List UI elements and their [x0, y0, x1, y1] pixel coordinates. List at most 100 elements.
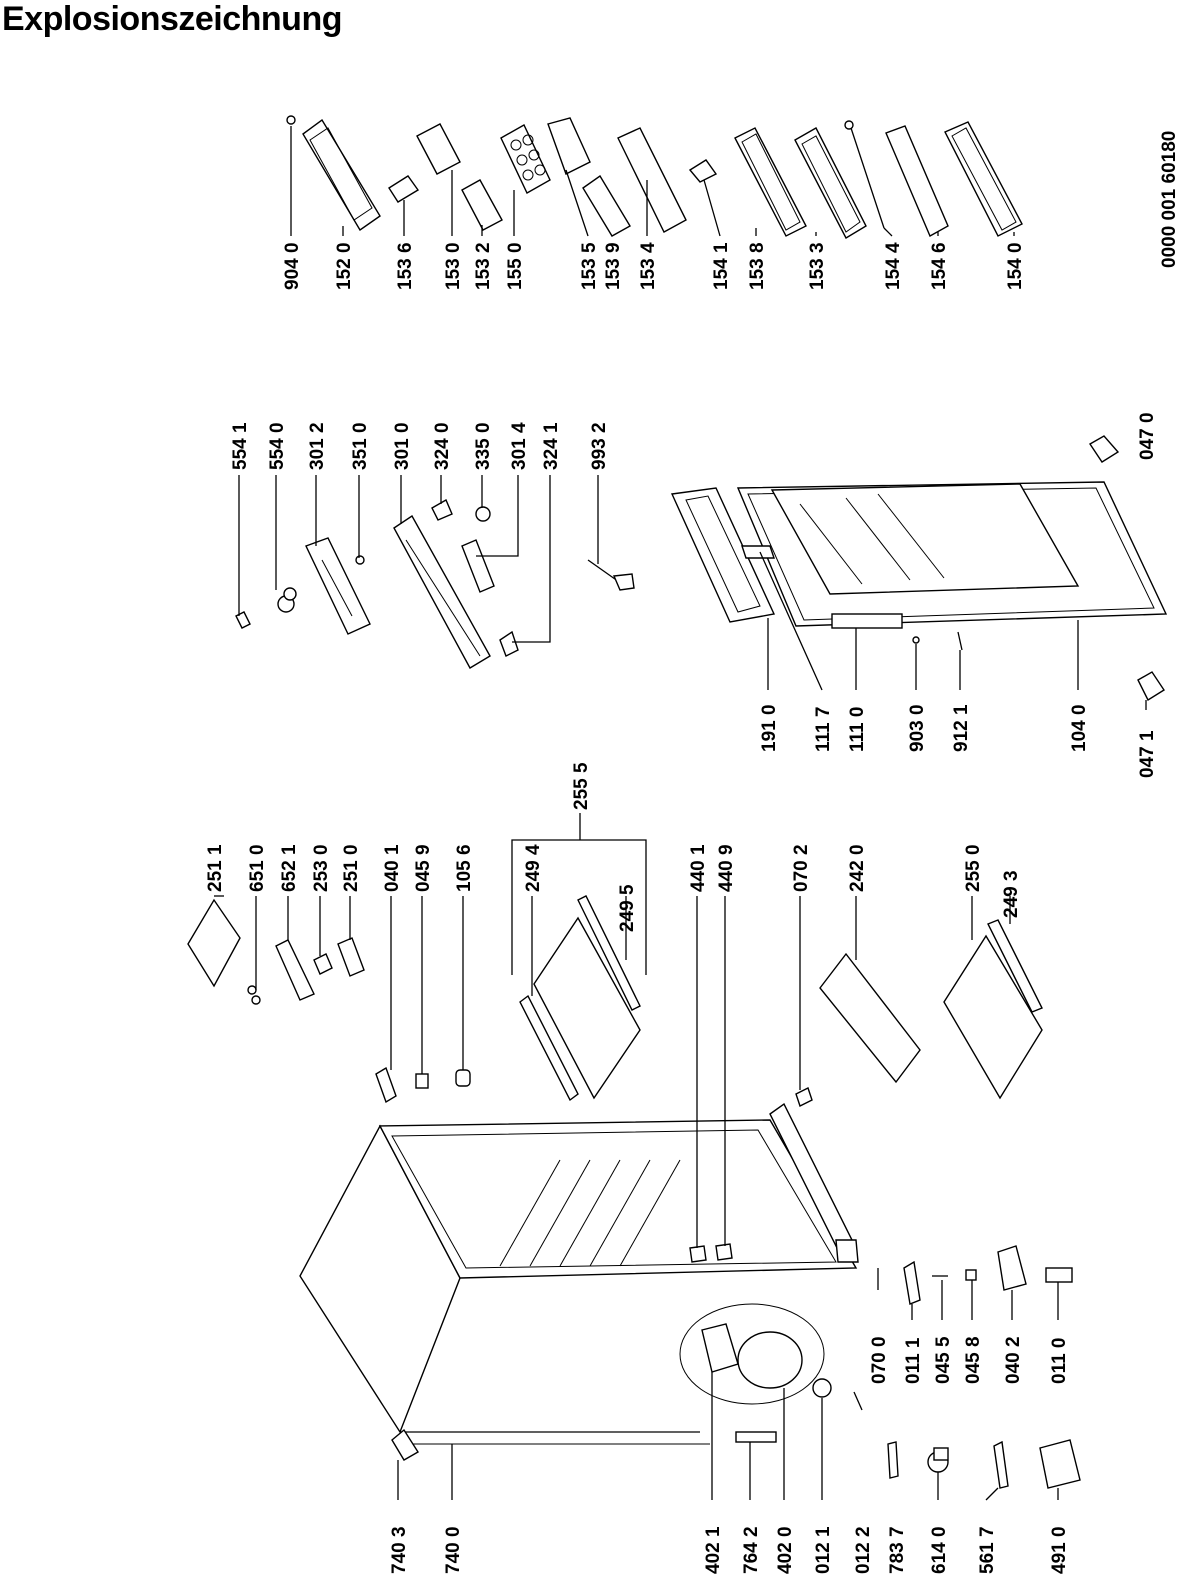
part-4021: [701, 1323, 739, 1373]
label-4020: 402 0: [775, 1526, 796, 1574]
part-6510: [247, 985, 261, 1005]
cabinet: [299, 1102, 859, 1461]
part-2494: [519, 994, 579, 1102]
label-1110: 111 0: [847, 707, 868, 752]
part-3012: [305, 537, 371, 635]
label-3012: 301 2: [307, 422, 328, 470]
part-0470: [1089, 435, 1120, 463]
label-1530: 153 0: [443, 242, 464, 290]
part-5617: [993, 1440, 1009, 1489]
part-1910: [670, 487, 776, 623]
label-2495: 249 5: [617, 884, 638, 932]
part-1520: [302, 118, 381, 232]
part-1110: [831, 613, 903, 629]
part-6140: [927, 1447, 949, 1473]
part-1117: [741, 545, 775, 559]
part-4910: [1039, 1439, 1081, 1489]
label-1040: 104 0: [1069, 704, 1090, 752]
label-2555: 255 5: [571, 762, 592, 810]
label-1544: 154 4: [883, 242, 904, 290]
control-panel-parts: [235, 499, 635, 669]
part-6521: [275, 939, 315, 1001]
label-1536: 153 6: [395, 242, 416, 290]
part-4401: [689, 1245, 707, 1263]
label-1534: 153 4: [638, 242, 659, 290]
part-1530: [416, 123, 461, 175]
label-0401: 040 1: [382, 844, 403, 892]
label-6140: 614 0: [929, 1526, 950, 1574]
part-1532: [461, 179, 503, 231]
part-3350: [475, 506, 491, 522]
part-7403: [391, 1428, 419, 1461]
label-2530: 253 0: [311, 844, 332, 892]
compressor-assembly: [679, 1245, 1081, 1489]
label-1540: 154 0: [1005, 242, 1026, 290]
label-9040: 904 0: [282, 242, 303, 290]
label-0459: 045 9: [413, 844, 434, 892]
part-1546: [885, 125, 949, 237]
label-2493: 249 3: [1001, 870, 1022, 918]
label-9030: 903 0: [907, 704, 928, 752]
label-9932: 993 2: [589, 422, 610, 470]
part-2420: [819, 952, 921, 1084]
label-0471: 047 1: [1137, 730, 1158, 778]
label-0121: 012 1: [813, 1526, 834, 1574]
label-9121: 912 1: [951, 704, 972, 752]
leader-lines: [214, 126, 1147, 1501]
label-3240: 324 0: [432, 422, 453, 470]
label-2494: 249 4: [523, 844, 544, 892]
label-1520: 152 0: [334, 242, 355, 290]
label-3350: 335 0: [473, 422, 494, 470]
part-3240: [431, 499, 453, 521]
part-2493: [987, 919, 1043, 1013]
door-assembly: [670, 435, 1168, 702]
glass-shelf-2555: [533, 916, 641, 1100]
part-9932: [587, 559, 635, 591]
label-1538: 153 8: [747, 242, 768, 290]
part-1536: [388, 175, 420, 203]
label-1910: 191 0: [759, 704, 780, 752]
part-3241: [499, 630, 519, 657]
shelves-crisper: [187, 895, 1043, 1107]
label-4910: 491 0: [1049, 1526, 1070, 1574]
label-1550: 155 0: [505, 242, 526, 290]
label-0455: 045 5: [933, 1336, 954, 1384]
part-0458: [965, 1269, 977, 1281]
label-6510: 651 0: [247, 844, 268, 892]
part-4409: [715, 1243, 733, 1261]
label-5541: 554 1: [230, 422, 251, 470]
parts-artwork: [187, 115, 1168, 1489]
part-2495: [577, 895, 641, 1011]
part-7837: [887, 1441, 899, 1479]
label-1117: 111 7: [813, 707, 834, 752]
page-title: Explosionszeichnung: [2, 0, 342, 38]
part-2511: [187, 898, 241, 988]
part-0110: [1045, 1267, 1073, 1283]
label-7837: 783 7: [887, 1526, 908, 1574]
label-7642: 764 2: [741, 1526, 762, 1574]
part-1056: [455, 1069, 471, 1087]
label-7403: 740 3: [389, 1526, 410, 1574]
label-0458: 045 8: [963, 1336, 984, 1384]
part-3014: [461, 539, 495, 593]
label-5617: 561 7: [977, 1526, 998, 1574]
label-0122: 012 2: [853, 1526, 874, 1574]
part-0700: [835, 1239, 859, 1263]
part-0402: [997, 1245, 1027, 1291]
label-0700: 070 0: [869, 1336, 890, 1384]
label-1533: 153 3: [807, 242, 828, 290]
label-2510: 251 0: [341, 844, 362, 892]
part-1533: [794, 127, 867, 239]
label-1056: 105 6: [454, 844, 475, 892]
part-0401: [375, 1066, 397, 1104]
part-1538: [734, 127, 807, 237]
label-3014: 301 4: [509, 422, 530, 470]
part-0459: [415, 1073, 429, 1089]
part-1539: [582, 174, 631, 237]
label-4021: 402 1: [703, 1526, 724, 1574]
part-1550: [500, 124, 551, 194]
part-2550: [943, 934, 1043, 1100]
part-0122: [853, 1391, 863, 1411]
label-1532: 153 2: [473, 242, 494, 290]
